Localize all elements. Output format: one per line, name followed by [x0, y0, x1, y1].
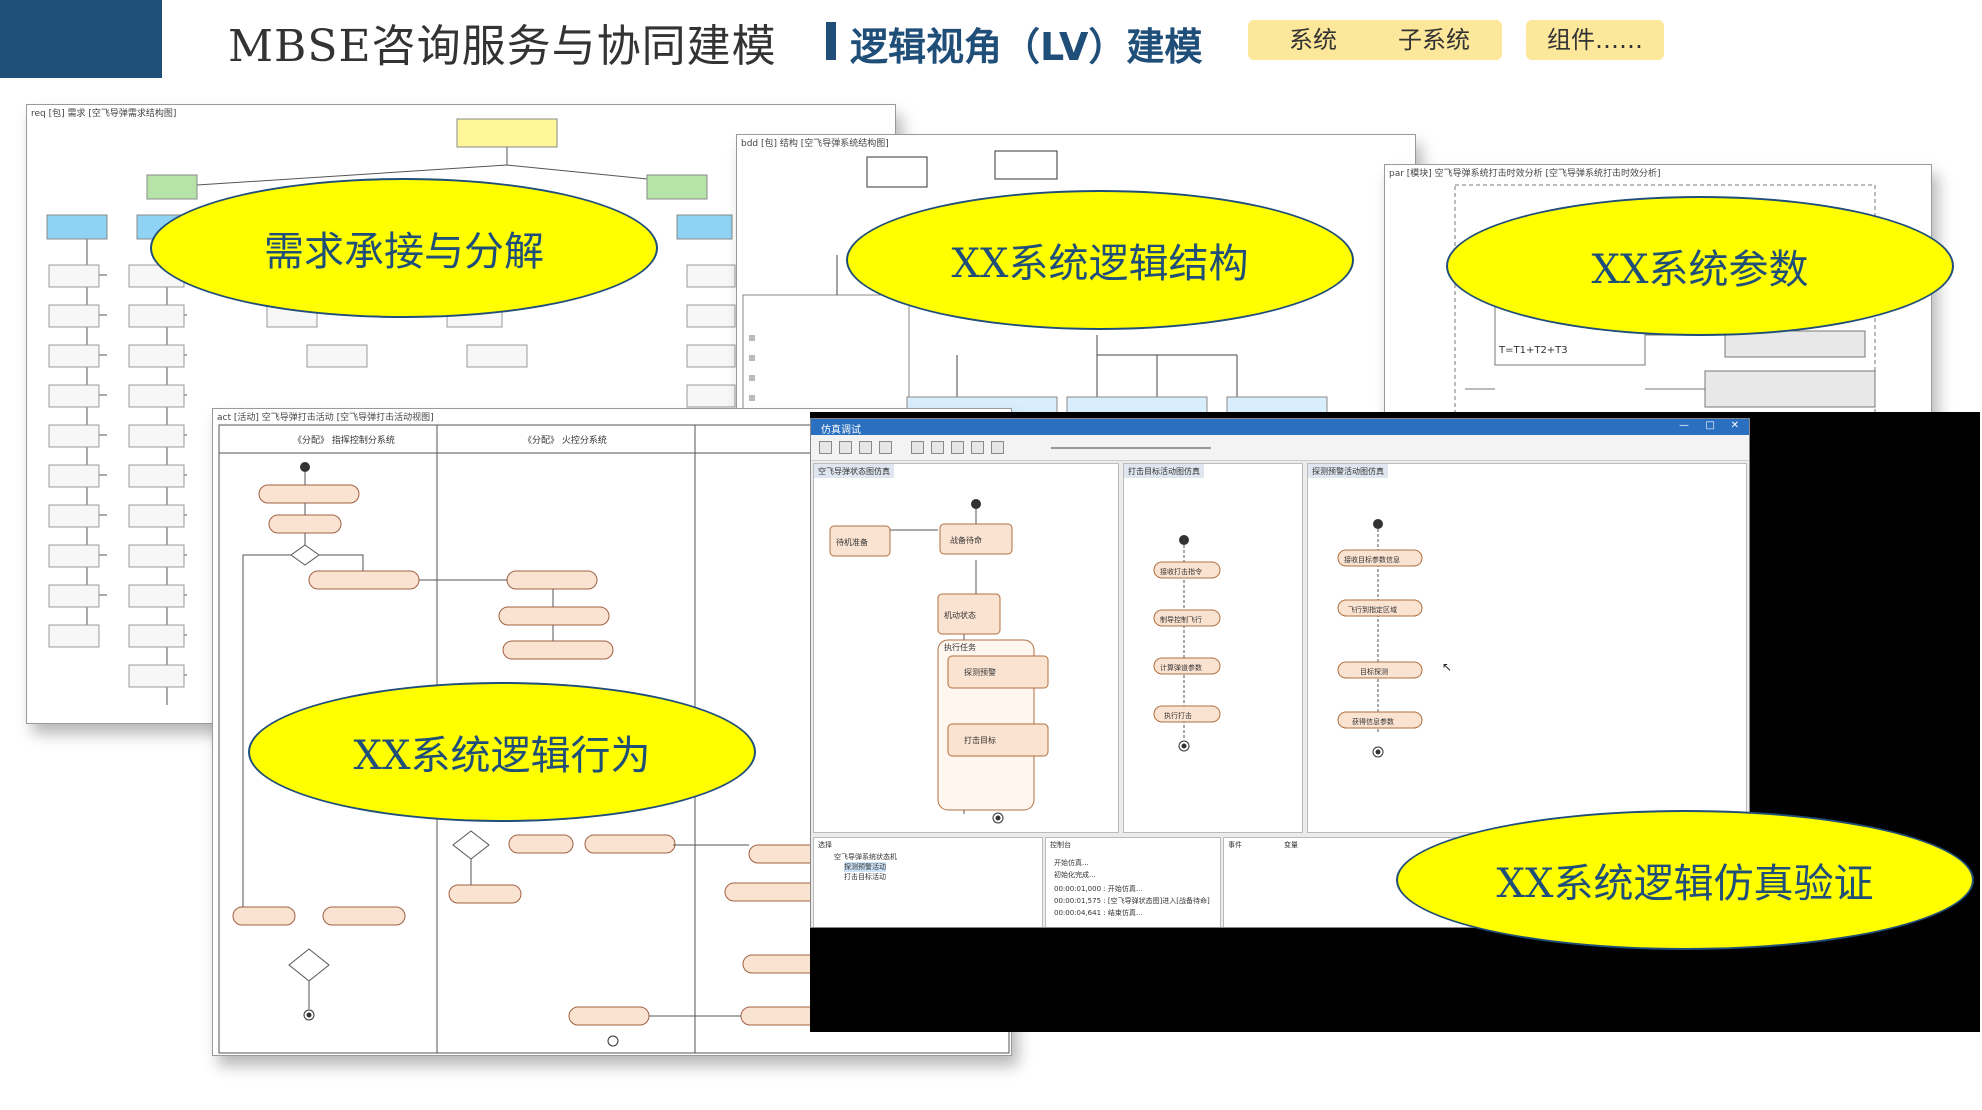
- subtitle-bar: [826, 22, 836, 60]
- lane-header-1: 《分配》 指挥控制分系统: [293, 434, 395, 446]
- ellipse-behavior-label: XX系统逻辑行为: [353, 733, 651, 779]
- ellipse-simulation-label: XX系统逻辑仿真验证: [1496, 861, 1874, 907]
- substate-strike: 打击目标: [964, 735, 996, 745]
- tree-item-statemachine[interactable]: 空飞导弹系统状态机: [834, 853, 897, 861]
- pane-tab-detect[interactable]: 探测预警活动图仿真: [1308, 464, 1388, 478]
- detect-step-1: 接收目标参数信息: [1344, 555, 1400, 564]
- sim-pane-detect[interactable]: 探测预警活动图仿真 接收目标参数信息 飞行到指定区域 目标探测 获得信息参数: [1307, 463, 1747, 833]
- requirements-diagram: [46, 118, 736, 705]
- state-diagram: 待机准备 战备待命 机动状态 执行任务 探测预警 打击目标: [829, 499, 1049, 824]
- pane-tab-strike[interactable]: 打击目标活动图仿真: [1124, 464, 1204, 478]
- tree-item-detect[interactable]: 探测预警活动: [844, 862, 886, 872]
- record-icon[interactable]: [911, 441, 924, 454]
- pause-icon[interactable]: [839, 441, 852, 454]
- parameters-caption: par [模块] 空飞导弹系统打击时效分析 [空飞导弹系统打击时效分析]: [1389, 169, 1661, 179]
- ellipse-params-label: XX系统参数: [1591, 247, 1809, 293]
- watch-icon[interactable]: [991, 441, 1004, 454]
- ellipse-requirements-label: 需求承接与分解: [264, 229, 544, 275]
- pane-tab-state[interactable]: 空飞导弹状态图仿真: [814, 464, 894, 478]
- page-subtitle: 逻辑视角（LV）建模: [850, 25, 1203, 69]
- tree-item-strike[interactable]: 打击目标活动: [844, 873, 886, 881]
- state-standby: 待机准备: [836, 537, 868, 547]
- export-icon[interactable]: [931, 441, 944, 454]
- console-line-5: 00:00:04,641 : 结束仿真...: [1054, 909, 1143, 917]
- behavior-diagram: 《分配》 指挥控制分系统 《分配》 火控分系统: [218, 424, 1010, 1054]
- bottom-tab-select[interactable]: 选择: [818, 841, 832, 849]
- mouse-cursor-icon: ↖: [1442, 660, 1453, 674]
- detect-step-3: 目标探测: [1360, 667, 1388, 676]
- state-ready: 战备待命: [950, 535, 982, 545]
- sim-tree-panel[interactable]: 选择 空飞导弹系统状态机 探测预警活动 打击目标活动: [813, 837, 1043, 927]
- param-formula: T=T1+T2+T3: [1498, 345, 1568, 356]
- breakpoint-icon[interactable]: [971, 441, 984, 454]
- corner-block: [0, 0, 162, 78]
- state-maneuver: 机动状态: [944, 610, 976, 620]
- close-icon[interactable]: ✕: [1730, 420, 1739, 431]
- console-line-2: 初始化完成...: [1054, 871, 1096, 879]
- detect-step-4: 获得信息参数: [1352, 717, 1394, 726]
- ellipse-structure: XX系统逻辑结构: [846, 190, 1354, 330]
- simulator-title: 仿真调试: [821, 425, 861, 436]
- requirements-caption: req [包] 需求 [空飞导弹需求结构图]: [31, 109, 177, 119]
- stop-icon[interactable]: [879, 441, 892, 454]
- run-icon[interactable]: [819, 441, 832, 454]
- sim-console-panel: 控制台 开始仿真... 初始化完成... 00:00:01,000 : 开始仿真…: [1045, 837, 1221, 927]
- detect-step-2: 飞行到指定区域: [1348, 605, 1397, 614]
- behavior-caption: act [活动] 空飞导弹打击活动 [空飞导弹打击活动视图]: [217, 413, 434, 423]
- simulator-titlebar: 仿真调试 — □ ✕: [811, 419, 1749, 436]
- strike-step-3: 计算弹道参数: [1160, 663, 1202, 672]
- bottom-tab-events[interactable]: 事件: [1228, 841, 1242, 849]
- step-icon[interactable]: [859, 441, 872, 454]
- substate-detect: 探测预警: [964, 667, 996, 677]
- tag-subsystem[interactable]: 子系统: [1366, 20, 1502, 60]
- minimize-icon[interactable]: —: [1679, 420, 1689, 431]
- tag-component[interactable]: 组件……: [1526, 20, 1664, 60]
- detect-activity-diagram: 接收目标参数信息 飞行到指定区域 目标探测 获得信息参数: [1337, 519, 1423, 758]
- ellipse-requirements: 需求承接与分解: [150, 178, 658, 318]
- strike-step-4: 执行打击: [1164, 711, 1192, 720]
- structure-caption: bdd [包] 结构 [空飞导弹系统结构图]: [741, 139, 889, 149]
- sim-pane-strike[interactable]: 打击目标活动图仿真 接收打击指令 制导控制飞行 计算弹道参数 执行打击: [1123, 463, 1303, 833]
- strike-step-2: 制导控制飞行: [1160, 615, 1202, 624]
- console-line-3: 00:00:01,000 : 开始仿真...: [1054, 885, 1143, 893]
- bottom-tab-variables[interactable]: 变量: [1284, 841, 1298, 849]
- ellipse-structure-label: XX系统逻辑结构: [951, 241, 1249, 287]
- ellipse-behavior: XX系统逻辑行为: [248, 682, 756, 822]
- state-mission: 执行任务: [944, 642, 976, 652]
- strike-step-1: 接收打击指令: [1160, 567, 1202, 576]
- console-line-1: 开始仿真...: [1054, 859, 1089, 867]
- settings-icon[interactable]: [951, 441, 964, 454]
- simulator-toolbar: [811, 435, 1749, 461]
- ellipse-params: XX系统参数: [1446, 196, 1954, 336]
- lane-header-2: 《分配》 火控分系统: [523, 434, 607, 446]
- speed-slider[interactable]: [1051, 447, 1211, 449]
- ellipse-simulation: XX系统逻辑仿真验证: [1396, 810, 1974, 950]
- sim-pane-state[interactable]: 空飞导弹状态图仿真 待机准备 战备待命 机动状态 执行任务 探测预警 打击目标: [813, 463, 1119, 833]
- maximize-icon[interactable]: □: [1705, 420, 1715, 431]
- page-title: MBSE咨询服务与协同建模: [228, 21, 777, 72]
- bottom-tab-console[interactable]: 控制台: [1050, 841, 1071, 849]
- tag-system[interactable]: 系统: [1248, 20, 1378, 60]
- console-line-4: 00:00:01,575 : [空飞导弹状态图]进入[战备待命]: [1054, 897, 1210, 905]
- strike-activity-diagram: 接收打击指令 制导控制飞行 计算弹道参数 执行打击: [1153, 535, 1221, 752]
